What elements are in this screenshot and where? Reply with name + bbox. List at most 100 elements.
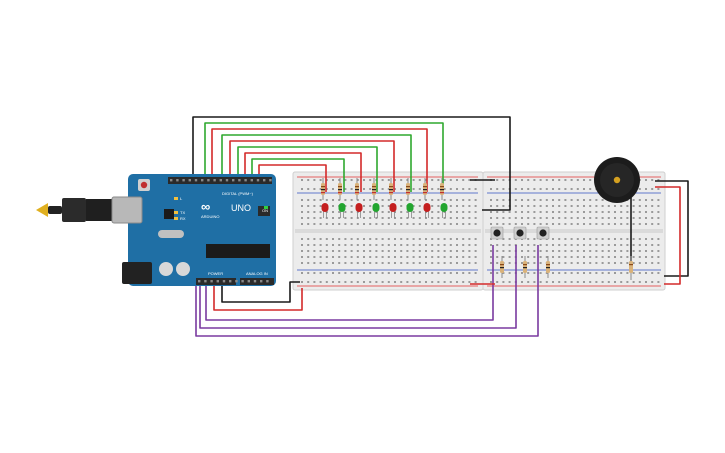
breadboard-hole xyxy=(614,250,616,252)
breadboard-hole xyxy=(570,199,573,201)
breadboard-hole xyxy=(443,211,446,213)
breadboard-hole xyxy=(344,250,347,252)
breadboard-hole xyxy=(356,250,359,252)
breadboard-hole xyxy=(564,223,567,225)
breadboard-hole xyxy=(462,238,465,240)
breadboard-hole xyxy=(490,238,492,240)
breadboard-hole xyxy=(490,272,492,274)
breadboard-hole xyxy=(496,272,499,274)
breadboard-hole xyxy=(325,250,328,252)
breadboard-hole xyxy=(332,238,334,240)
breadboard-hole xyxy=(400,211,403,213)
breadboard-hole xyxy=(490,211,492,213)
breadboard-hole xyxy=(387,281,390,283)
green-led xyxy=(372,203,380,218)
breadboard-hole xyxy=(418,223,421,225)
green-led xyxy=(406,203,414,218)
breadboard-hole xyxy=(583,262,585,264)
breadboard-hole xyxy=(490,223,492,225)
on-label: ON xyxy=(262,208,268,213)
breadboard-hole xyxy=(456,256,458,258)
breadboard-hole xyxy=(369,262,372,264)
breadboard-hole xyxy=(595,244,598,246)
breadboard-hole xyxy=(363,250,365,252)
wire-black-right xyxy=(655,180,689,277)
breadboard-hole xyxy=(651,199,654,201)
breadboard-hole xyxy=(356,272,359,274)
breadboard-hole xyxy=(325,238,328,240)
breadboard-hole xyxy=(595,238,598,240)
breadboard-hole xyxy=(412,250,415,252)
breadboard-hole xyxy=(462,250,465,252)
breadboard-hole xyxy=(552,211,554,213)
breadboard-hole xyxy=(651,272,654,274)
breadboard-hole xyxy=(638,256,641,258)
breadboard-hole xyxy=(496,262,499,264)
breadboard-hole xyxy=(558,205,561,207)
breadboard-hole xyxy=(657,205,660,207)
breadboard-hole xyxy=(456,179,458,181)
breadboard-hole xyxy=(533,188,536,190)
header-pin xyxy=(244,179,247,182)
breadboard-hole xyxy=(601,238,604,240)
push-button[interactable] xyxy=(490,226,504,240)
wire-purple-1 xyxy=(205,245,494,321)
breadboard-hole xyxy=(607,272,610,274)
breadboard-hole xyxy=(412,179,415,181)
breadboard-hole xyxy=(632,205,635,207)
push-button[interactable] xyxy=(513,226,527,240)
breadboard-hole xyxy=(350,223,353,225)
breadboard-hole xyxy=(437,244,440,246)
breadboard-hole xyxy=(456,238,458,240)
breadboard-hole xyxy=(456,272,458,274)
breadboard-hole xyxy=(626,211,629,213)
breadboard-hole xyxy=(400,217,403,219)
breadboard-hole xyxy=(301,281,303,283)
wire-led-4 xyxy=(229,140,395,192)
breadboard-hole xyxy=(338,223,341,225)
breadboard-hole xyxy=(620,205,623,207)
breadboard-hole xyxy=(449,205,452,207)
breadboard-hole xyxy=(332,256,334,258)
capacitor xyxy=(176,262,190,276)
breadboard-hole xyxy=(527,211,530,213)
breadboard-hole xyxy=(356,244,359,246)
breadboard-hole xyxy=(332,205,334,207)
breadboard-hole xyxy=(514,188,517,190)
breadboard-hole xyxy=(406,217,409,219)
breadboard-hole xyxy=(350,262,353,264)
breadboard-hole xyxy=(657,238,660,240)
breadboard-hole xyxy=(394,179,396,181)
breadboard-hole xyxy=(449,256,452,258)
breadboard-hole xyxy=(607,238,610,240)
push-button[interactable] xyxy=(536,226,550,240)
capacitor xyxy=(159,262,173,276)
breadboard-hole xyxy=(381,238,384,240)
breadboard-hole xyxy=(626,250,629,252)
breadboard-hole xyxy=(545,250,548,252)
breadboard-hole xyxy=(527,244,530,246)
breadboard-hole xyxy=(502,244,505,246)
header-pin xyxy=(204,280,207,283)
red-led xyxy=(423,203,431,218)
breadboard-hole xyxy=(564,238,567,240)
breadboard-hole xyxy=(576,272,579,274)
breadboard-hole xyxy=(319,262,322,264)
breadboard-hole xyxy=(387,244,390,246)
breadboard-hole xyxy=(313,272,316,274)
breadboard-hole xyxy=(356,223,359,225)
wire-led-2 xyxy=(211,128,428,192)
breadboard-hole xyxy=(344,238,347,240)
breadboard-hole xyxy=(589,272,592,274)
breadboard-hole xyxy=(400,244,403,246)
header-pin xyxy=(219,179,222,182)
breadboard-hole xyxy=(474,217,477,219)
breadboard-hole xyxy=(632,238,635,240)
breadboard-hole xyxy=(595,205,598,207)
breadboard-hole xyxy=(657,188,660,190)
breadboard-hole xyxy=(375,256,378,258)
breadboard-hole xyxy=(375,250,378,252)
breadboard-hole xyxy=(400,179,403,181)
breadboard-hole xyxy=(645,179,647,181)
